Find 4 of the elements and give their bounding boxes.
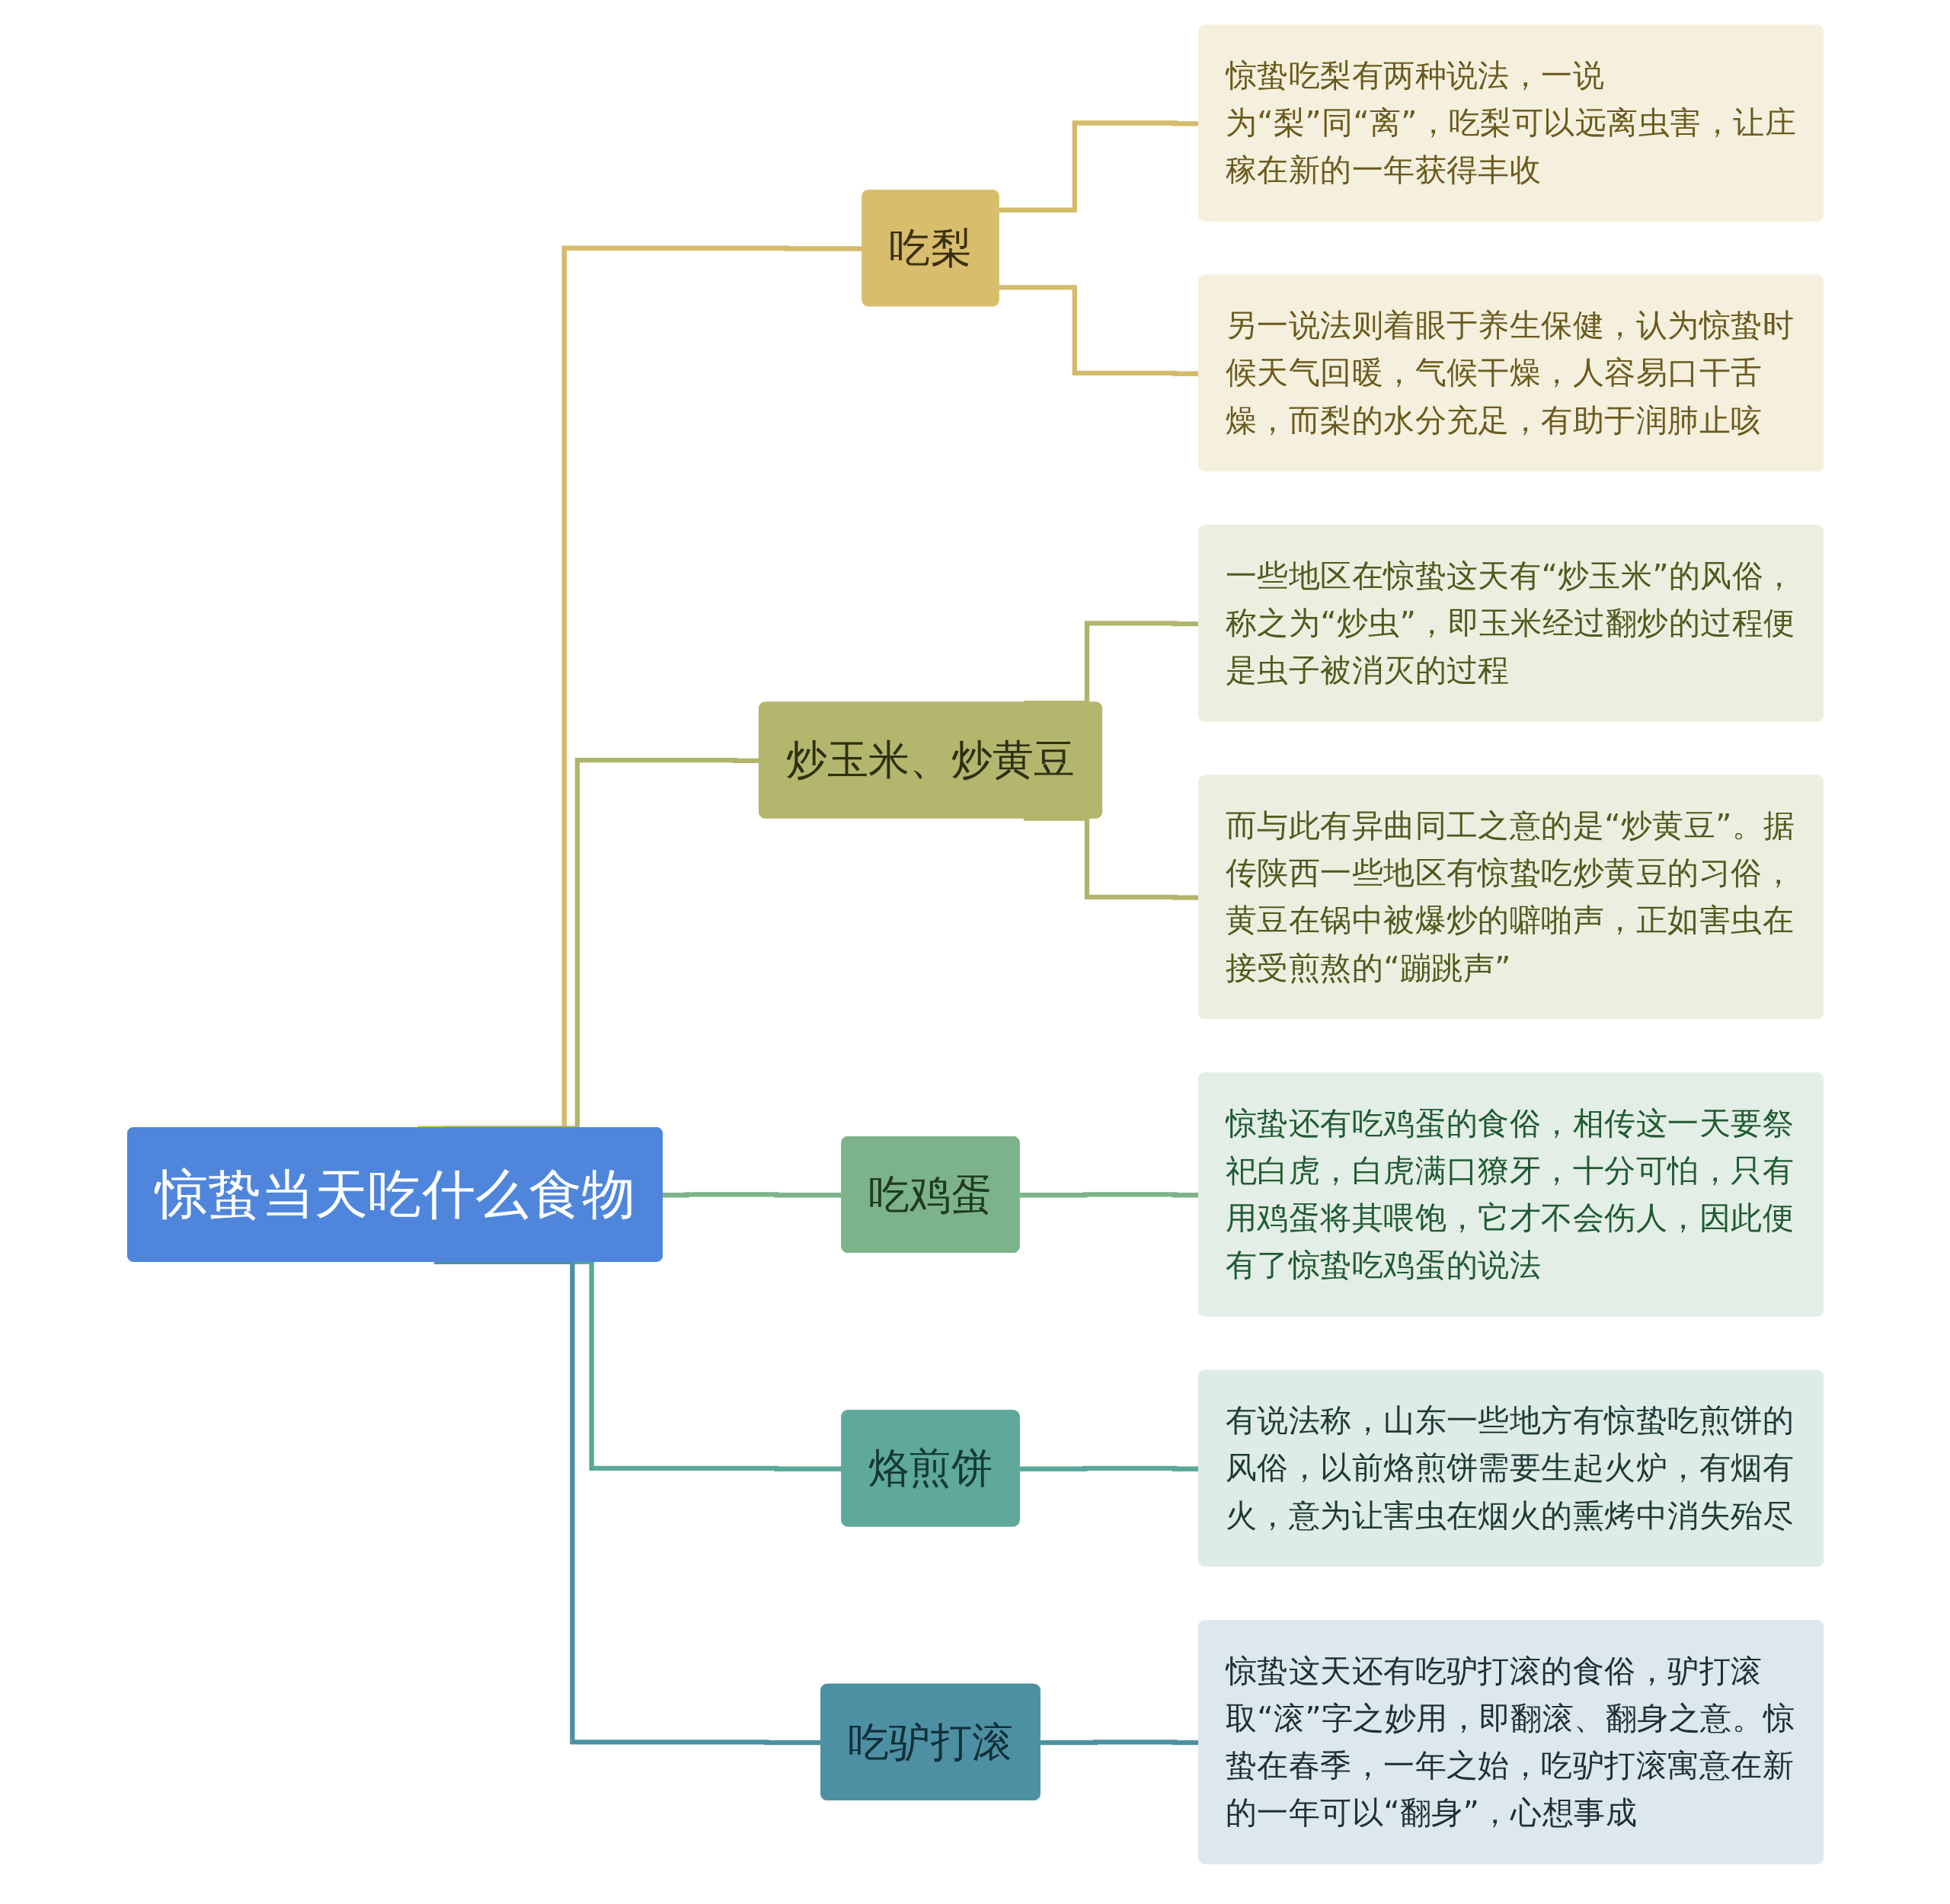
- connector: [1019, 1192, 1200, 1198]
- connector: [1040, 1739, 1200, 1746]
- connector: [662, 1192, 842, 1198]
- connector: [1019, 1465, 1200, 1471]
